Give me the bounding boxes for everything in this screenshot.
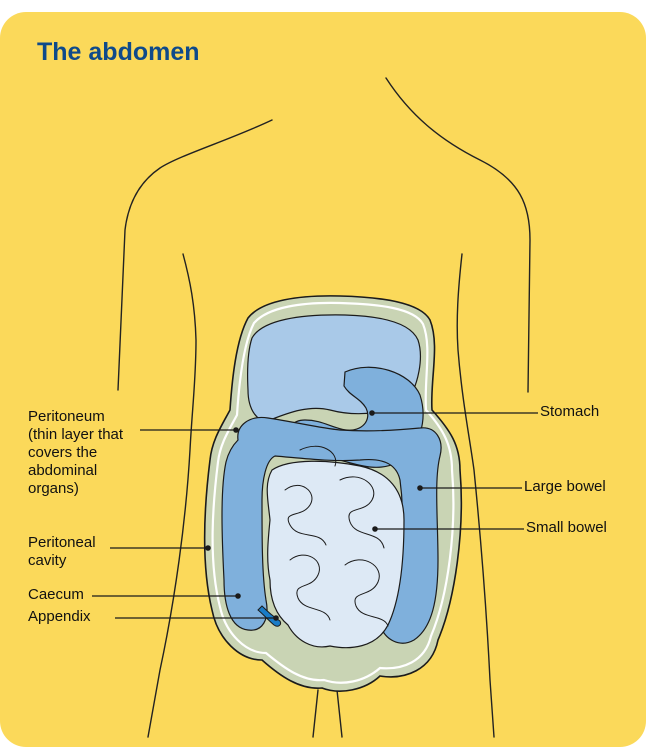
small-bowel [267, 461, 404, 647]
label-small-bowel: Small bowel [526, 519, 607, 537]
label-caecum: Caecum [28, 586, 84, 604]
label-appendix: Appendix [28, 608, 91, 626]
diagram-card: The abdomen [0, 12, 646, 747]
abdomen-diagram [0, 12, 646, 747]
label-stomach: Stomach [540, 403, 599, 421]
label-peritoneal-cavity: Peritoneal cavity [28, 534, 96, 570]
label-large-bowel: Large bowel [524, 478, 606, 496]
label-peritoneum: Peritoneum (thin layer that covers the a… [28, 408, 123, 498]
